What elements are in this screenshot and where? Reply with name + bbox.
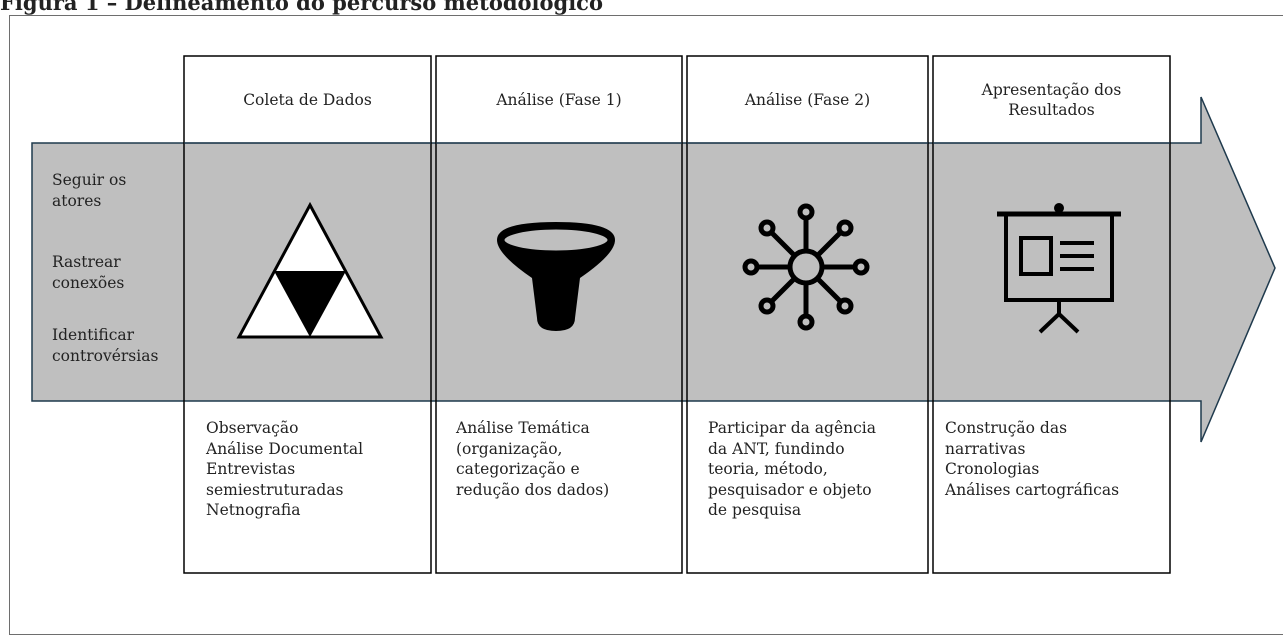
column-body-analysis-phase-2: Participar da agência da ANT, fundindo t… [708, 418, 876, 521]
column-body-results: Construção das narrativas Cronologias An… [945, 418, 1119, 500]
list-item: semiestruturadas [206, 480, 344, 499]
list-item: Observação [206, 419, 299, 437]
list-item: Construção das [945, 419, 1068, 437]
list-item: Cronologias [945, 460, 1040, 478]
column-box-1 [183, 55, 432, 574]
network-hub-icon [742, 203, 870, 331]
list-item: teoria, método, [708, 460, 828, 478]
left-label-follow-actors: Seguir os atores [52, 171, 127, 210]
triforce-icon [236, 201, 384, 339]
list-item: (organização, [456, 439, 563, 458]
process-arrow [31, 96, 1276, 443]
column-header-analysis-phase-2: Análise (Fase 2) [744, 90, 871, 109]
column-box-2 [435, 55, 683, 574]
list-item: narrativas [945, 439, 1026, 458]
presentation-board-icon [997, 203, 1121, 334]
list-item: redução dos dados) [456, 480, 610, 499]
list-item: Participar da agência [708, 419, 876, 437]
list-item: da ANT, fundindo [708, 439, 845, 458]
list-item: Análises cartográficas [945, 480, 1120, 499]
column-header-data-collection: Coleta de Dados [243, 90, 372, 109]
process-diagram [31, 55, 1276, 574]
left-label-trace-connections: Rastrear conexões [52, 253, 125, 292]
list-item: categorização e [456, 460, 580, 478]
left-label-identify-controversies: Identificar controvérsias [52, 326, 159, 365]
list-item: Análise Documental [206, 439, 364, 458]
figure-title: Figura 1 – Delineamento do percurso meto… [0, 0, 603, 15]
column-body-data-collection: Observação Análise Documental Entrevista… [206, 418, 363, 521]
column-header-analysis-phase-1: Análise (Fase 1) [496, 90, 622, 109]
list-item: Entrevistas [206, 460, 296, 478]
column-header-results: Apresentação dos Resultados [981, 80, 1122, 119]
funnel-icon [497, 222, 615, 331]
column-body-analysis-phase-1: Análise Temática (organização, categoriz… [456, 418, 609, 500]
column-box-3 [686, 55, 929, 574]
list-item: pesquisador e objeto [708, 480, 872, 499]
column-box-4 [932, 55, 1171, 574]
list-item: de pesquisa [708, 501, 802, 519]
list-item: Netnografia [206, 501, 301, 519]
list-item: Análise Temática [456, 419, 590, 437]
